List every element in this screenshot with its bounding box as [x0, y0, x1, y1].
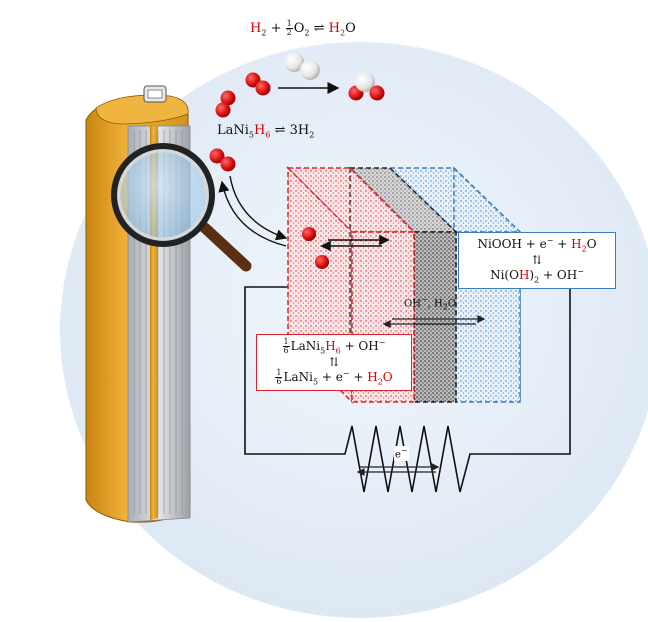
surface-arrows — [320, 234, 390, 252]
hydrogen-atom — [245, 72, 261, 88]
electron-arrows — [356, 463, 440, 476]
oxygen-atom — [355, 72, 375, 92]
magnifying-glass-icon — [111, 143, 252, 272]
transfer-arrows — [218, 175, 288, 247]
cathode-reaction-box: NiOOH + e− + H2O ⇅ Ni(OH)2 + OH− — [458, 232, 616, 289]
anode-equilibrium: ⇅ — [328, 354, 340, 369]
hydrogen-atom — [315, 255, 329, 269]
electron-label: e− — [394, 446, 409, 461]
hydride-equation: LaNi5H6 ⇌ 3H2 — [217, 123, 315, 140]
oxygen-atom — [284, 52, 304, 72]
hydrogen-atom — [302, 227, 316, 241]
electrolyte-arrows — [382, 315, 486, 328]
hydrogen-atom — [220, 156, 236, 172]
cathode-line-1: NiOOH + e− + H2O — [477, 236, 597, 254]
hydrogen-atom — [215, 102, 231, 118]
cathode-line-3: Ni(OH)2 + OH− — [490, 267, 584, 285]
molecules — [209, 52, 385, 269]
hydrogen-atom — [255, 80, 271, 96]
oxygen-atom — [300, 60, 320, 80]
electrolyte-label: OH−, H2O — [404, 295, 457, 312]
hydrogen-atom — [209, 148, 225, 164]
hydrogen-atom — [220, 90, 236, 106]
cathode-equilibrium: ⇅ — [531, 252, 543, 267]
hydrogen-atom — [369, 85, 385, 101]
